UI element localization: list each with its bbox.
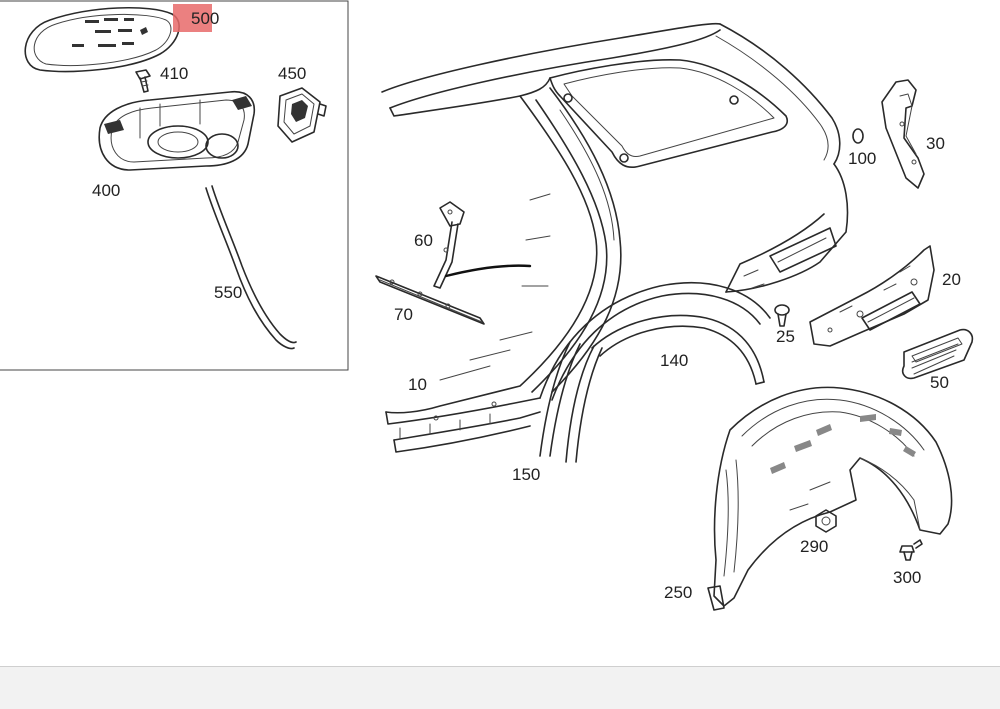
label-410[interactable]: 410 (160, 64, 188, 83)
label-250[interactable]: 250 (664, 583, 692, 602)
part-450-actuator[interactable] (277, 87, 327, 143)
part-20-bracket-panel[interactable] (809, 245, 935, 347)
label-500[interactable]: 500 (191, 9, 219, 28)
part-60-bracket[interactable] (433, 201, 465, 289)
part-550-drain-hose[interactable] (205, 185, 297, 350)
part-410-screw[interactable] (135, 69, 151, 93)
part-250-wheel-liner[interactable] (707, 386, 953, 611)
label-70[interactable]: 70 (394, 305, 413, 324)
part-50-vent-grille[interactable] (901, 328, 974, 380)
label-30[interactable]: 30 (926, 134, 945, 153)
label-20[interactable]: 20 (942, 270, 961, 289)
part-140-arch-trim[interactable] (591, 314, 765, 385)
label-140[interactable]: 140 (660, 351, 688, 370)
part-100-grommet[interactable] (852, 128, 864, 144)
part-400-filler-housing[interactable] (98, 90, 256, 171)
label-100[interactable]: 100 (848, 149, 876, 168)
label-400[interactable]: 400 (92, 181, 120, 200)
bottom-bar (0, 666, 1000, 709)
part-300-clip[interactable] (899, 539, 923, 561)
part-25-clip[interactable] (774, 304, 790, 327)
label-25[interactable]: 25 (776, 327, 795, 346)
label-300[interactable]: 300 (893, 568, 921, 587)
label-450[interactable]: 450 (278, 64, 306, 83)
label-50[interactable]: 50 (930, 373, 949, 392)
label-60[interactable]: 60 (414, 231, 433, 250)
label-150[interactable]: 150 (512, 465, 540, 484)
part-70-trim-strip[interactable] (375, 275, 485, 325)
part-150-arch-extension[interactable] (539, 341, 603, 463)
highlight-500 (173, 4, 212, 32)
part-290-nut[interactable] (815, 509, 837, 533)
part-500-fuel-flap[interactable] (24, 6, 180, 73)
label-290[interactable]: 290 (800, 537, 828, 556)
part-30-reinforcement[interactable] (881, 79, 925, 189)
part-10-side-panel[interactable] (381, 22, 849, 453)
label-550[interactable]: 550 (214, 283, 242, 302)
label-10[interactable]: 10 (408, 375, 427, 394)
seal-strip (444, 264, 532, 278)
inset-frame (0, 0, 349, 371)
